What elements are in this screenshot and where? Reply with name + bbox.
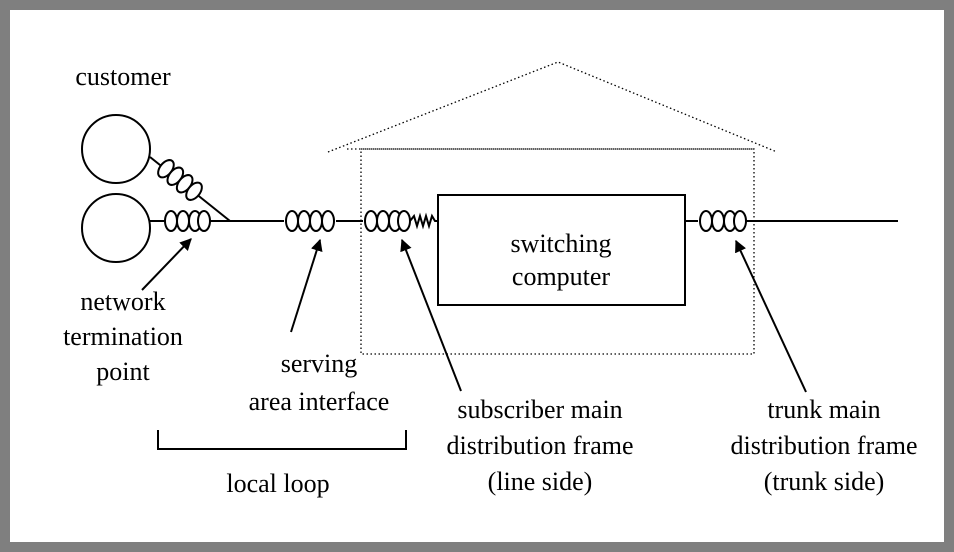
customer-circle-top bbox=[81, 114, 151, 184]
local-loop-bracket bbox=[157, 430, 407, 450]
arrow-smdf bbox=[400, 238, 462, 392]
switching-computer-label-2: computer bbox=[512, 262, 611, 291]
customer-label: customer bbox=[75, 62, 171, 91]
smdf-label-1: subscriber main bbox=[457, 395, 622, 424]
customer-circle-bottom bbox=[81, 193, 151, 263]
coil-trunk-mdf bbox=[699, 210, 747, 232]
coil-customer-top bbox=[157, 159, 203, 201]
tmdf-label-1: trunk main bbox=[767, 395, 880, 424]
wiring bbox=[149, 156, 898, 230]
ntp-label-1: network bbox=[80, 287, 165, 316]
ntp-label-2: termination bbox=[63, 322, 183, 351]
arrow-sai bbox=[290, 238, 323, 333]
ntp-label-3: point bbox=[96, 357, 150, 386]
arrows bbox=[141, 238, 807, 393]
arrow-tmdf bbox=[735, 239, 807, 393]
smdf-label-2: distribution frame bbox=[446, 431, 633, 460]
jumper-wire bbox=[409, 212, 438, 230]
central-office-building bbox=[327, 61, 778, 355]
tmdf-label-2: distribution frame bbox=[730, 431, 917, 460]
coil-customer-bottom bbox=[164, 210, 211, 232]
arrow-ntp bbox=[141, 238, 192, 291]
sai-label-1: serving bbox=[281, 349, 358, 378]
switching-computer-label-1: switching bbox=[510, 229, 611, 258]
smdf-label-3: (line side) bbox=[488, 467, 593, 496]
sai-label-2: area interface bbox=[249, 387, 390, 416]
coil-serving-area-interface bbox=[285, 210, 335, 232]
coil-subscriber-mdf bbox=[364, 210, 411, 232]
local-loop-label: local loop bbox=[226, 469, 329, 498]
tmdf-label-3: (trunk side) bbox=[764, 467, 885, 496]
switching-computer-box bbox=[437, 194, 686, 306]
